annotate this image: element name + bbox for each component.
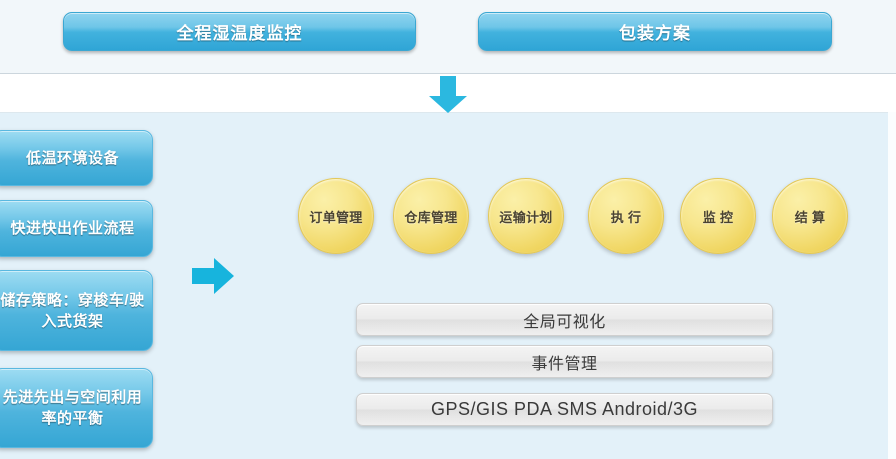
process-circle-transport-plan[interactable]: 运输计划 [488, 178, 564, 254]
platform-bar-global-visualization[interactable]: 全局可视化 [356, 303, 773, 336]
sidebar-item-fifo-space-balance[interactable]: 先进先出与空间利用率的平衡 [0, 368, 153, 448]
process-circle-order-management[interactable]: 订单管理 [298, 178, 374, 254]
arrow-down-icon [427, 76, 469, 114]
process-circle-warehouse-management[interactable]: 仓库管理 [393, 178, 469, 254]
platform-bar-event-management[interactable]: 事件管理 [356, 345, 773, 378]
right-edge-strip [888, 112, 896, 459]
process-circle-execution[interactable]: 执 行 [588, 178, 664, 254]
process-circle-monitoring[interactable]: 监 控 [680, 178, 756, 254]
full-process-humidity-temperature-monitoring-button[interactable]: 全程湿温度监控 [63, 12, 416, 51]
process-circle-settlement[interactable]: 结 算 [772, 178, 848, 254]
arrow-right-icon [192, 256, 236, 296]
packaging-solution-button[interactable]: 包装方案 [478, 12, 832, 51]
sidebar-item-fast-in-fast-out-process[interactable]: 快进快出作业流程 [0, 200, 153, 257]
platform-bar-technologies[interactable]: GPS/GIS PDA SMS Android/3G [356, 393, 773, 426]
sidebar-item-storage-strategy[interactable]: 储存策略：穿梭车/驶入式货架 [0, 270, 153, 351]
sidebar-item-low-temperature-equipment[interactable]: 低温环境设备 [0, 130, 153, 186]
